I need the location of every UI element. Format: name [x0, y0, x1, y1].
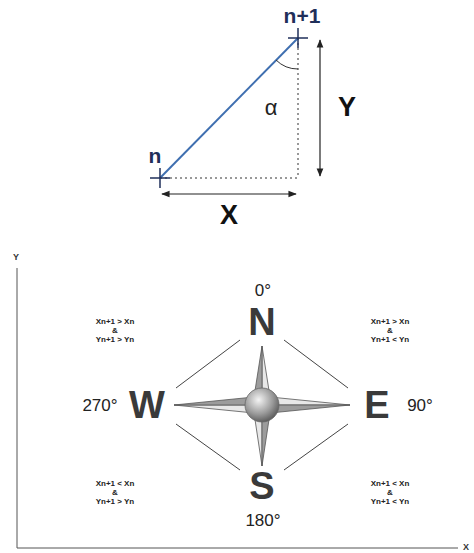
diagram-label: X [463, 543, 469, 553]
vector-triangle [150, 28, 320, 194]
compass-letter: E [364, 385, 389, 427]
diagram-label: n+1 [284, 4, 321, 27]
quadrant-condition: Xn+1 < Xn & Yn+1 > Yn [96, 480, 135, 506]
diagram-label: 270° [82, 397, 117, 416]
diagram-label: 180° [245, 512, 280, 531]
diagram-label: n [149, 144, 162, 167]
quadrant-condition: Xn+1 > Xn & Yn+1 < Yn [371, 318, 410, 344]
compass-letter: S [249, 466, 274, 508]
diagram-label: X [220, 201, 238, 231]
axes [17, 268, 458, 548]
diagram-label: Y [338, 93, 356, 123]
quadrant-condition: Xn+1 > Xn & Yn+1 > Yn [96, 318, 135, 344]
quadrant-condition: Xn+1 < Xn & Yn+1 < Yn [371, 480, 410, 506]
diagram-label: α [265, 96, 278, 120]
diagram-label: Y [13, 253, 19, 263]
compass-rose [174, 346, 350, 466]
diagram-label: 90° [407, 397, 433, 416]
compass-letter: N [248, 302, 275, 344]
diagram-label: 0° [255, 282, 271, 301]
compass-letter: W [129, 385, 165, 427]
